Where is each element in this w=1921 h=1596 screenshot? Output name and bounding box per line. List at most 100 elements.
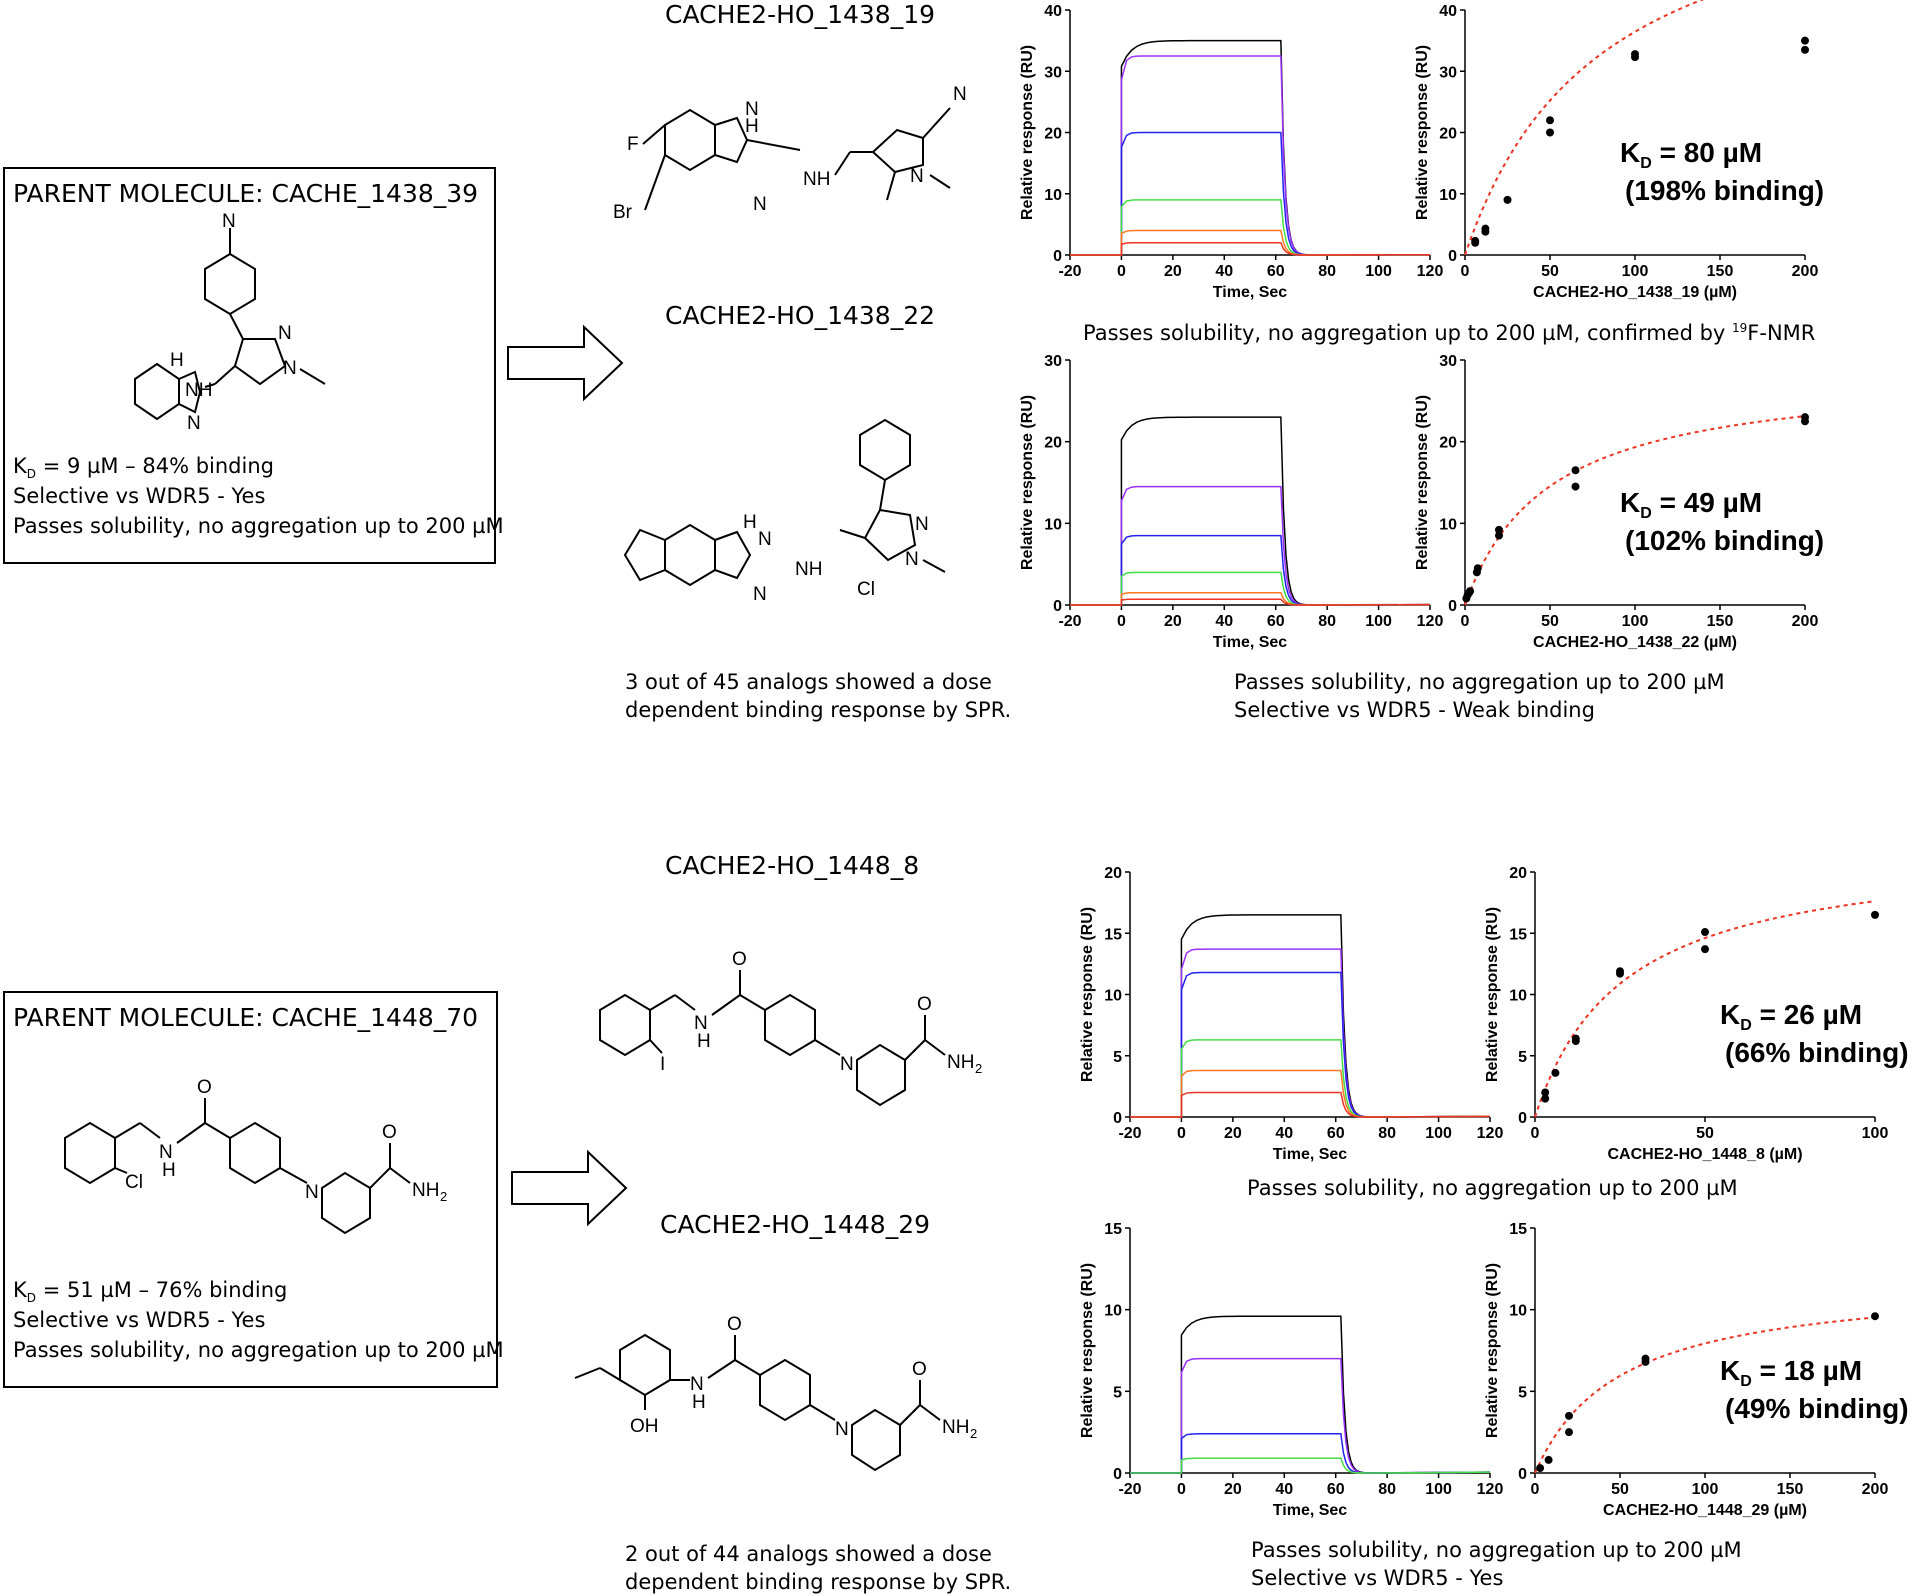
sensorgram-trace-0 (1070, 416, 1431, 606)
x-tick-label: 100 (1425, 1125, 1452, 1142)
x-tick-label: 40 (1215, 263, 1233, 280)
svg-text:N: N (278, 323, 292, 344)
x-tick-label: -20 (1058, 263, 1081, 280)
y-tick-label: 0 (1053, 248, 1062, 265)
parent-selective: Selective vs WDR5 - Yes (13, 484, 266, 508)
x-tick-label: 100 (1365, 263, 1392, 280)
sensorgram-trace-3 (1130, 1039, 1491, 1118)
x-tick-label: 120 (1417, 613, 1444, 630)
x-tick-label: 0 (1117, 263, 1126, 280)
structure-1448-8: N H O I N O NH 2 (599, 949, 982, 1107)
x-tick-label: 0 (1461, 613, 1470, 630)
svg-text:O: O (912, 1359, 927, 1380)
y-tick-label: 0 (1448, 598, 1457, 615)
svg-text:2: 2 (440, 1189, 447, 1204)
svg-text:2: 2 (975, 1061, 982, 1076)
x-tick-label: 120 (1417, 263, 1444, 280)
svg-text:H: H (692, 1392, 706, 1413)
x-tick-label: -20 (1118, 1125, 1141, 1142)
y-tick-label: 40 (1439, 3, 1457, 20)
sensorgram-trace-1 (1070, 485, 1431, 606)
y-tick-label: 15 (1104, 926, 1122, 943)
data-point (1495, 531, 1503, 540)
svg-text:N: N (840, 1054, 854, 1075)
y-tick-label: 0 (1518, 1110, 1527, 1127)
svg-text:NH: NH (803, 169, 830, 190)
svg-text:NH: NH (947, 1052, 974, 1073)
x-tick-label: 200 (1792, 613, 1819, 630)
data-point (1701, 945, 1709, 954)
x-tick-label: 120 (1477, 1481, 1504, 1498)
compound-name-1448-8: CACHE2-HO_1448_8 (665, 851, 920, 880)
y-tick-label: 5 (1518, 1049, 1527, 1066)
sensorgram-trace-5 (1130, 1091, 1491, 1118)
fit-curve (1534, 1316, 1876, 1474)
svg-text:Cl: Cl (125, 1172, 143, 1193)
svg-text:2: 2 (970, 1426, 977, 1441)
data-point (1541, 1088, 1550, 1097)
data-point (1571, 482, 1580, 491)
svg-text:N: N (905, 549, 919, 570)
x-tick-label: 150 (1707, 263, 1734, 280)
y-tick-label: 30 (1439, 64, 1457, 81)
structure-1438-19: F Br H N N NH N N (613, 84, 967, 223)
x-tick-label: 0 (1177, 1125, 1186, 1142)
kd-label: KD = 49 µM (1620, 487, 1762, 522)
y-tick-label: 10 (1104, 1303, 1122, 1320)
x-tick-label: 60 (1327, 1481, 1345, 1498)
data-point (1551, 1068, 1560, 1077)
note-1448-29: Passes solubility, no aggregation up to … (1251, 1538, 1742, 1590)
svg-text:N: N (694, 1013, 708, 1034)
y-tick-label: 20 (1044, 126, 1062, 143)
svg-text:N: N (305, 1182, 319, 1203)
x-tick-label: 200 (1792, 263, 1819, 280)
sensorgram-trace-3 (1070, 199, 1431, 256)
svg-text:O: O (197, 1077, 212, 1098)
sensorgram-trace-5 (1070, 598, 1431, 606)
sensorgram-trace-2 (1130, 1433, 1491, 1474)
y-tick-label: 20 (1439, 126, 1457, 143)
data-point (1473, 564, 1482, 573)
x-axis-label: CACHE2-HO_1448_8 (µM) (1607, 1146, 1802, 1163)
y-axis-label: Relative response (RU) (1079, 907, 1096, 1082)
data-point (1546, 128, 1554, 137)
data-point (1495, 525, 1503, 534)
svg-text:H: H (162, 1160, 176, 1181)
parent-title: PARENT MOLECULE: CACHE_1448_70 (13, 1003, 479, 1032)
data-point (1871, 910, 1879, 919)
x-tick-label: 150 (1707, 613, 1734, 630)
binding-label: (49% binding) (1725, 1393, 1909, 1424)
x-tick-label: 150 (1777, 1481, 1804, 1498)
svg-text:N: N (283, 358, 297, 379)
data-point (1546, 116, 1554, 125)
x-tick-label: 100 (1862, 1125, 1889, 1142)
sensorgram-trace-2 (1130, 971, 1491, 1118)
y-tick-label: 10 (1044, 187, 1062, 204)
data-point (1544, 1455, 1553, 1464)
y-tick-label: 20 (1439, 435, 1457, 452)
x-tick-label: 40 (1215, 613, 1233, 630)
data-point (1701, 928, 1709, 937)
svg-text:N: N (953, 84, 967, 105)
x-tick-label: 60 (1267, 263, 1285, 280)
data-point (1503, 195, 1512, 204)
svg-text:N: N (222, 211, 236, 232)
x-tick-label: 20 (1164, 613, 1182, 630)
x-tick-label: 100 (1692, 1481, 1719, 1498)
parent-kd: KD = 9 µM – 84% binding (13, 454, 274, 482)
svg-text:N: N (745, 99, 759, 120)
y-tick-label: 30 (1044, 353, 1062, 370)
binding-label: (66% binding) (1725, 1037, 1909, 1068)
svg-text:I: I (660, 1054, 665, 1075)
y-tick-label: 40 (1044, 3, 1062, 20)
sensorgram-trace-5 (1070, 242, 1431, 256)
compound-name-1448-29: CACHE2-HO_1448_29 (660, 1210, 931, 1239)
x-axis-label: Time, Sec (1273, 1146, 1348, 1163)
data-point (1801, 45, 1809, 54)
x-tick-label: 0 (1117, 613, 1126, 630)
x-tick-label: 20 (1224, 1481, 1242, 1498)
kd-label: KD = 18 µM (1720, 1355, 1862, 1390)
y-tick-label: 10 (1439, 187, 1457, 204)
